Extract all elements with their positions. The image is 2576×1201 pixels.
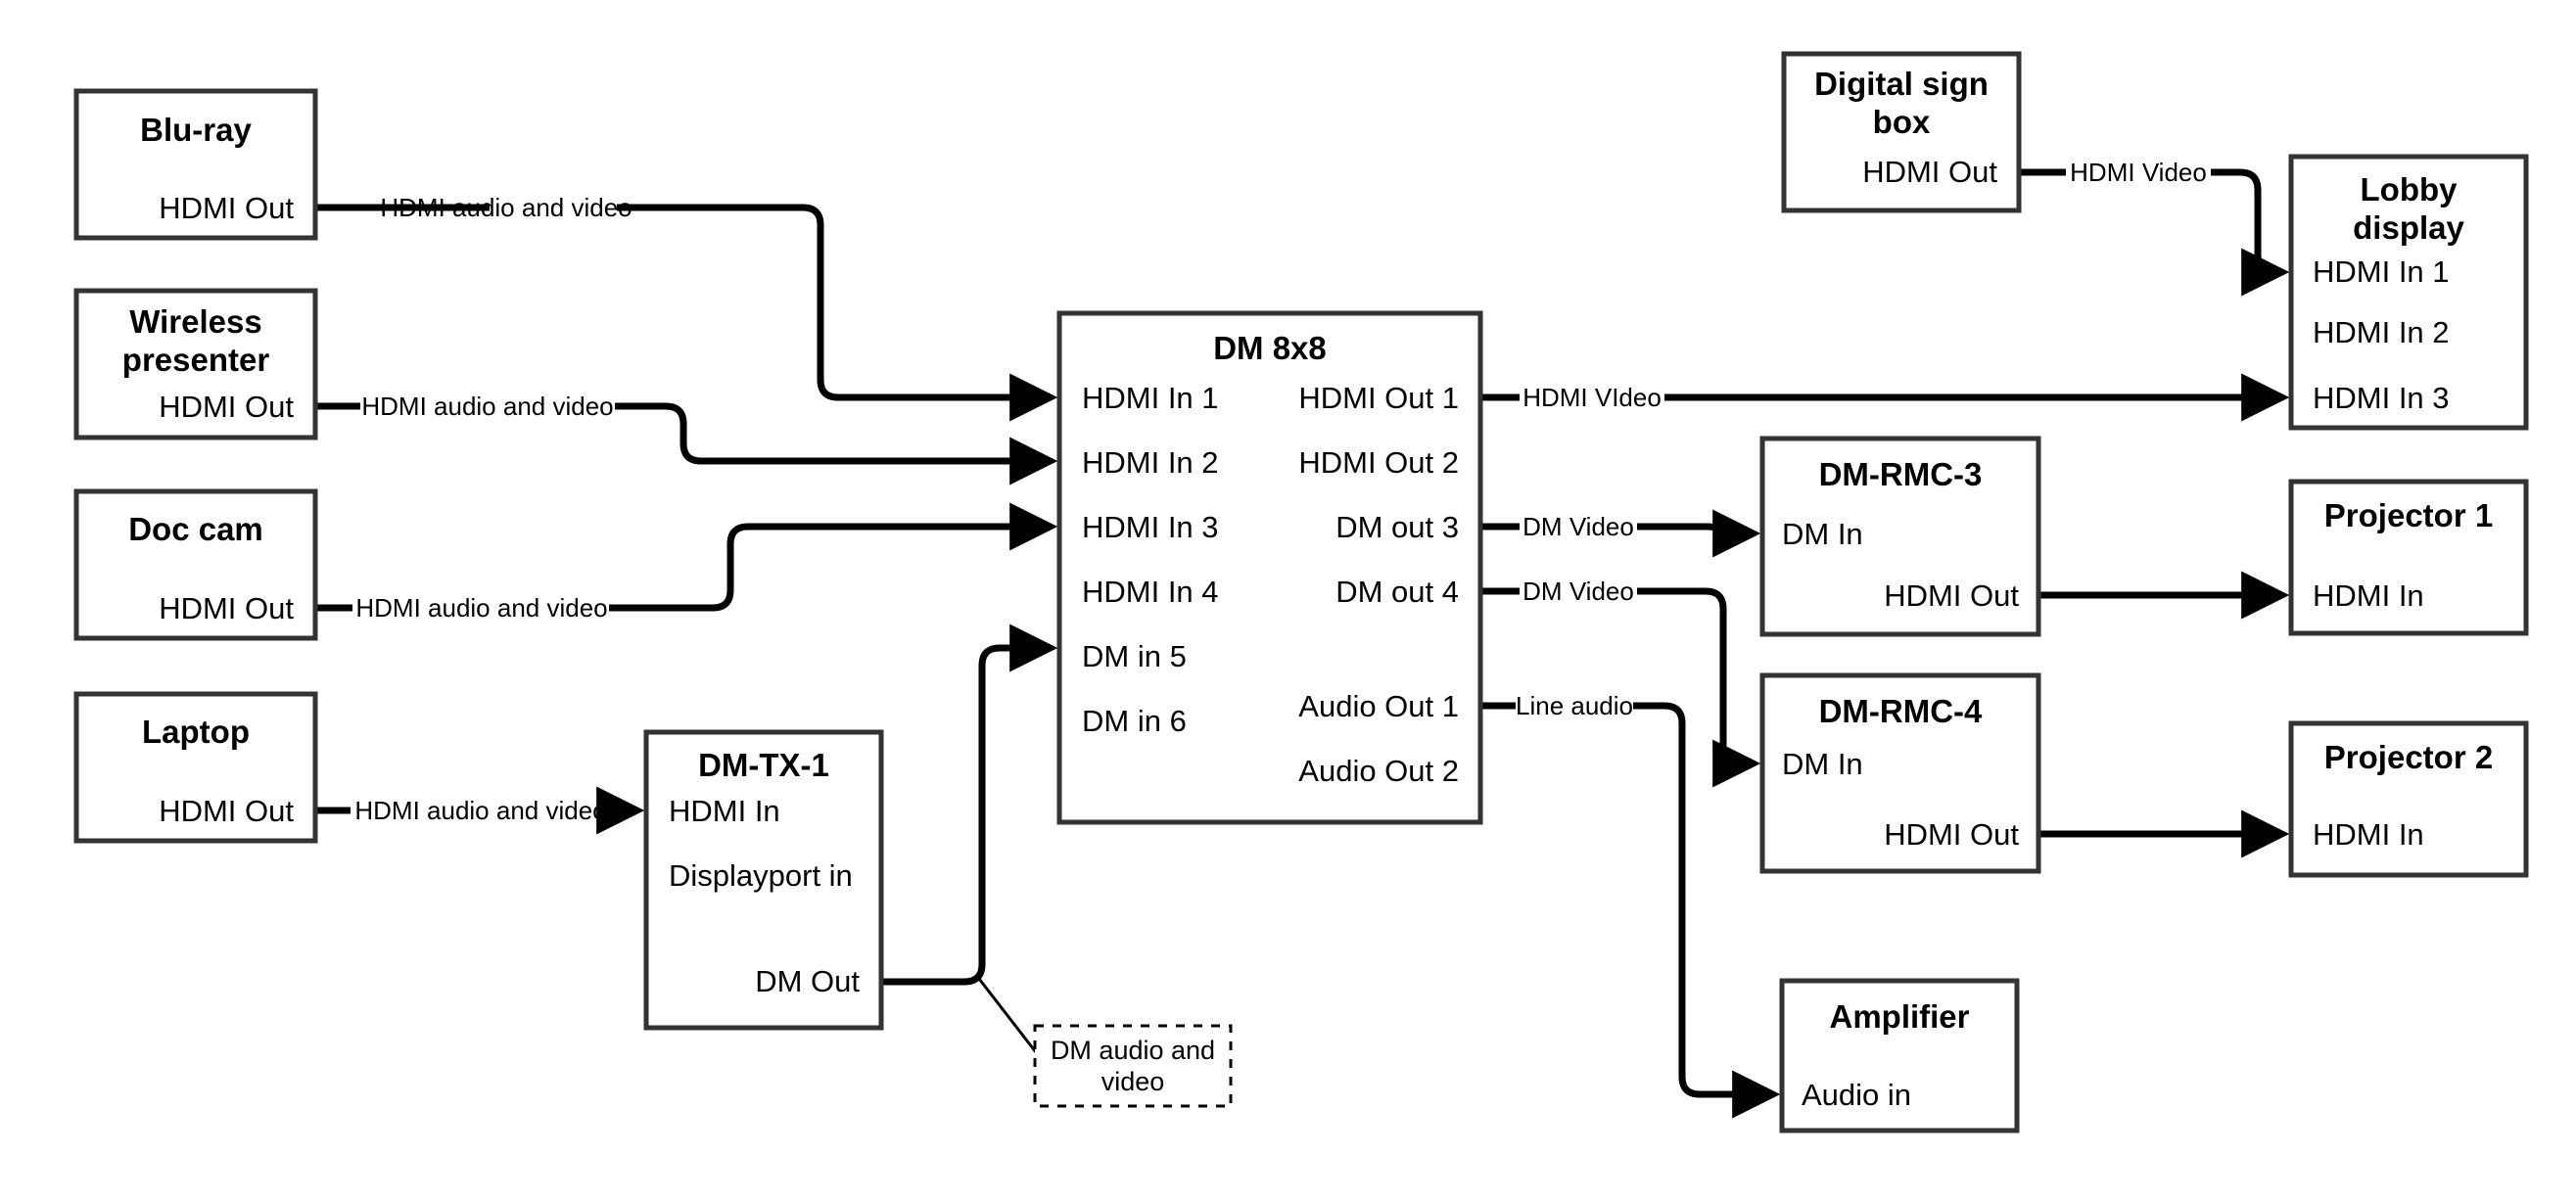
projector-1-title: Projector 1 [2324,497,2493,533]
lobby-display-input-hdmi-in-3: HDMI In 3 [2313,381,2450,415]
link-label-dm8x8-out3-to-rmc3: DM Video [1522,512,1634,541]
dm-rmc-4-port-dm-in: DM In [1782,747,1863,781]
dm-8x8-output-dm-out-3: DM out 3 [1335,510,1459,544]
link-label-bluray-to-dm8x8: HDMI audio and video [380,193,632,222]
digital-sign-box-title-line2: box [1873,104,1931,140]
amplifier-title: Amplifier [1829,998,1969,1035]
dm-rmc-4-title: DM-RMC-4 [1819,693,1983,729]
wire-doccam-to-dm8x8 [315,527,1050,612]
doc-cam-title: Doc cam [128,511,263,547]
amplifier-port-audio-in: Audio in [1802,1078,1911,1112]
wireless-presenter-port-hdmi-out: HDMI Out [159,390,294,424]
dm-8x8-title: DM 8x8 [1213,330,1327,366]
wire-wireless-to-dm8x8 [315,402,1050,461]
node-dm-8x8[interactable]: DM 8x8 HDMI In 1 HDMI In 2 HDMI In 3 HDM… [1056,310,1483,825]
wire-dm8x8-audio1-to-amp [1480,702,1772,1094]
wire-dm8x8-out4-to-rmc4 [1480,587,1753,763]
link-label-dm8x8-out1-to-lobby: HDMI VIdeo [1522,383,1662,412]
digital-sign-box-port-hdmi-out: HDMI Out [1862,155,1997,189]
link-label-wireless-to-dm8x8: HDMI audio and video [361,392,613,421]
node-dm-tx-1[interactable]: DM-TX-1 HDMI In Displayport in DM Out [643,729,884,1031]
wire-dm8x8-out3-to-rmc3 [1480,526,1753,534]
wireless-presenter-title-line2: presenter [122,342,270,378]
callout-line1: DM audio and [1051,1036,1215,1065]
dm-rmc-4-box[interactable] [1759,672,2041,874]
wireless-presenter-title-line1: Wireless [129,303,261,340]
doc-cam-box[interactable] [73,488,318,641]
link-label-dm8x8-out4-to-rmc4: DM Video [1522,577,1634,606]
node-amplifier[interactable]: Amplifier Audio in [1779,978,2020,1133]
dm-rmc-3-box[interactable] [1759,436,2041,637]
amplifier-box[interactable] [1779,978,2020,1133]
lobby-display-input-hdmi-in-1: HDMI In 1 [2313,254,2450,289]
dm-tx-1-box[interactable] [643,729,884,1031]
wireless-presenter-box[interactable] [73,288,318,440]
link-label-sign-to-lobby: HDMI Video [2070,158,2207,187]
node-projector-1[interactable]: Projector 1 HDMI In [2288,479,2529,636]
dm-8x8-input-dm-in-5: DM in 5 [1082,639,1187,673]
dm-8x8-input-hdmi-in-3: HDMI In 3 [1082,510,1219,544]
dm-rmc-3-port-hdmi-out: HDMI Out [1884,578,2019,613]
wire-sign-to-lobby [2019,168,2281,272]
callout-dm-audio-and-video: DM audio and video [1033,1024,1233,1108]
link-label-dm8x8-audio1-to-amp: Line audio [1516,691,1633,720]
dm-8x8-input-hdmi-in-2: HDMI In 2 [1082,445,1219,480]
node-projector-2[interactable]: Projector 2 HDMI In [2288,720,2529,878]
dm-8x8-input-hdmi-in-1: HDMI In 1 [1082,381,1219,415]
node-dm-rmc-4[interactable]: DM-RMC-4 DM In HDMI Out [1759,672,2041,874]
dm-8x8-output-dm-out-4: DM out 4 [1335,575,1459,609]
dm-8x8-output-hdmi-out-2: HDMI Out 2 [1298,445,1459,480]
dm-8x8-output-audio-out-1: Audio Out 1 [1298,689,1459,723]
dm-8x8-box[interactable] [1056,310,1483,825]
node-lobby-display[interactable]: Lobby display HDMI In 1 HDMI In 2 HDMI I… [2288,154,2529,431]
dm-tx-1-port-displayport-in: Displayport in [669,858,853,893]
projector-2-port-hdmi-in: HDMI In [2313,817,2424,852]
callout-leader-line [977,978,1038,1053]
digital-sign-box-box[interactable] [1781,51,2022,213]
lobby-display-input-hdmi-in-2: HDMI In 2 [2313,315,2450,349]
dm-8x8-output-hdmi-out-1: HDMI Out 1 [1298,381,1459,415]
doc-cam-port-hdmi-out: HDMI Out [159,591,294,625]
node-doc-cam[interactable]: Doc cam HDMI Out [73,488,318,641]
lobby-display-title-line1: Lobby [2361,171,2459,208]
wire-bluray-to-dm8x8 [315,204,1050,397]
dm-rmc-3-port-dm-in: DM In [1782,517,1863,551]
node-dm-rmc-3[interactable]: DM-RMC-3 DM In HDMI Out [1759,436,2041,637]
node-bluray[interactable]: Blu-ray HDMI Out [73,88,318,241]
node-digital-sign-box[interactable]: Digital sign box HDMI Out [1781,51,2022,213]
lobby-display-box[interactable] [2288,154,2529,431]
dm-rmc-3-title: DM-RMC-3 [1819,456,1983,492]
dm-tx-1-port-hdmi-in: HDMI In [669,794,780,828]
dm-tx-1-port-dm-out: DM Out [755,964,860,998]
bluray-port-hdmi-out: HDMI Out [159,191,294,225]
projector-2-title: Projector 2 [2324,739,2493,775]
callout-line2: video [1101,1067,1165,1096]
node-laptop[interactable]: Laptop HDMI Out [73,691,318,844]
bluray-title: Blu-ray [140,112,252,148]
laptop-title: Laptop [142,714,250,750]
lobby-display-title-line2: display [2353,209,2464,246]
dm-tx-1-title: DM-TX-1 [698,747,829,783]
digital-sign-box-title-line1: Digital sign [1814,66,1989,102]
link-label-doccam-to-dm8x8: HDMI audio and video [355,593,607,623]
node-wireless-presenter[interactable]: Wireless presenter HDMI Out [73,288,318,440]
projector-1-box[interactable] [2288,479,2529,636]
dm-8x8-input-hdmi-in-4: HDMI In 4 [1082,575,1219,609]
laptop-box[interactable] [73,691,318,844]
dm-rmc-4-port-hdmi-out: HDMI Out [1884,817,2019,852]
projector-2-box[interactable] [2288,720,2529,878]
callout-box [1033,1024,1233,1108]
link-label-laptop-to-dmtx1: HDMI audio and video [354,796,606,825]
projector-1-port-hdmi-in: HDMI In [2313,578,2424,613]
laptop-port-hdmi-out: HDMI Out [159,794,294,828]
dm-8x8-input-dm-in-6: DM in 6 [1082,704,1187,738]
bluray-box[interactable] [73,88,318,241]
dm-8x8-output-audio-out-2: Audio Out 2 [1298,754,1459,788]
wire-dmtx1-to-dm8x8 [881,624,1058,986]
